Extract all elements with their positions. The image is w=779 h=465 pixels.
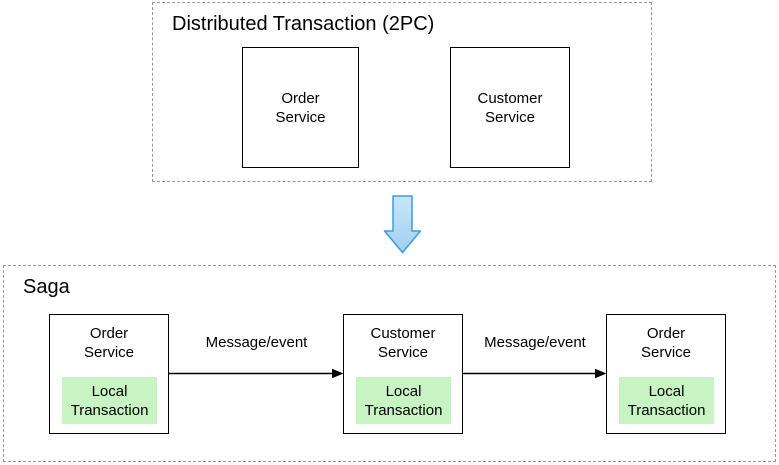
- service-label: Order Service: [275, 89, 326, 126]
- down-arrow-icon: [383, 195, 422, 254]
- local-transaction-box: Local Transaction: [62, 377, 157, 424]
- service-label: Order Service: [640, 325, 692, 361]
- service-label: Customer Service: [477, 89, 543, 126]
- message-arrow-2: [463, 368, 607, 379]
- local-transaction-label: Local Transaction: [627, 382, 706, 419]
- message-event-label-1: Message/event: [205, 334, 308, 351]
- service-label: Customer Service: [370, 325, 436, 361]
- local-transaction-label: Local Transaction: [70, 382, 149, 419]
- saga-customer-service-box: Customer Service Local Transaction: [343, 314, 463, 434]
- saga-order-service-box-2: Order Service Local Transaction: [606, 314, 726, 434]
- local-transaction-label: Local Transaction: [364, 382, 443, 419]
- message-event-label-2: Message/event: [484, 334, 586, 351]
- customer-service-box-2pc: Customer Service: [450, 47, 570, 168]
- local-transaction-box: Local Transaction: [619, 377, 714, 424]
- service-label: Order Service: [83, 325, 135, 361]
- saga-section: Saga: [3, 265, 776, 462]
- saga-order-service-box-1: Order Service Local Transaction: [49, 314, 169, 434]
- section-title-saga: Saga: [23, 276, 70, 298]
- order-service-box-2pc: Order Service: [242, 47, 359, 168]
- local-transaction-box: Local Transaction: [356, 377, 451, 424]
- distributed-transaction-section: Distributed Transaction (2PC): [152, 2, 652, 182]
- section-title-2pc: Distributed Transaction (2PC): [172, 13, 435, 35]
- message-arrow-1: [169, 368, 344, 379]
